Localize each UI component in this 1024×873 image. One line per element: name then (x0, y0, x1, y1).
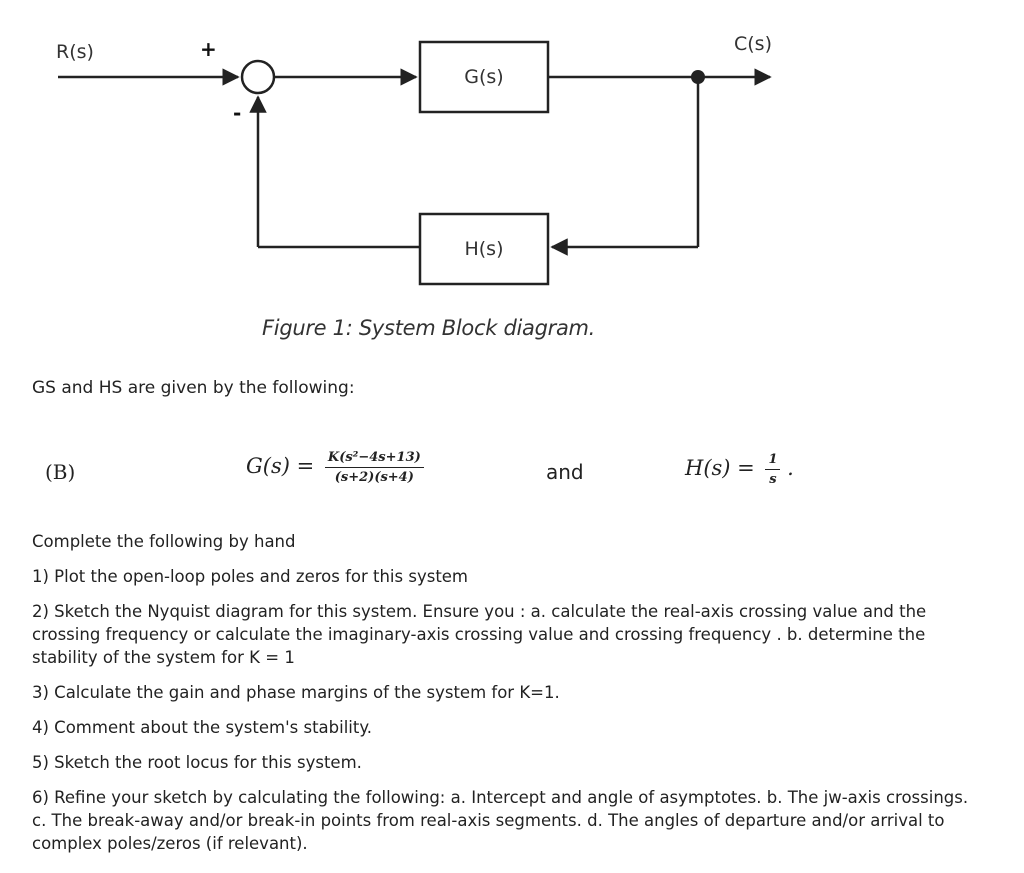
forward-block-label: G(s) (464, 66, 503, 88)
equation-row: (B) G(s) = K(s²−4s+13) (s+2)(s+4) and H(… (0, 440, 1024, 510)
and-text: and (546, 460, 584, 484)
g-denominator: (s+2)(s+4) (334, 470, 414, 485)
output-label: C(s) (734, 33, 772, 55)
feedback-block-label: H(s) (464, 238, 503, 260)
task-item: 4) Comment about the system's stability. (32, 718, 372, 737)
minus-sign: - (233, 101, 241, 125)
h-numerator: 1 (765, 452, 781, 470)
task-item: 3) Calculate the gain and phase margins … (32, 683, 560, 702)
g-numerator: K(s²−4s+13) (324, 450, 424, 468)
g-fraction: K(s²−4s+13) (s+2)(s+4) (324, 450, 424, 485)
h-denominator: s (769, 472, 777, 487)
h-lhs: H(s) = (685, 456, 755, 480)
h-period: . (787, 456, 794, 480)
task-list: Complete the following by hand 1) Plot t… (32, 530, 982, 867)
figure-caption: Figure 1: System Block diagram. (262, 316, 596, 340)
h-equation: H(s) = 1 s . (685, 452, 794, 487)
task-item: 5) Sketch the root locus for this system… (32, 753, 362, 772)
h-fraction: 1 s (765, 452, 781, 487)
task-item: 1) Plot the open-loop poles and zeros fo… (32, 567, 469, 586)
intro-text: GS and HS are given by the following: (32, 378, 355, 398)
task-lead: Complete the following by hand (32, 532, 296, 551)
input-label: R(s) (56, 41, 94, 63)
part-label: (B) (45, 460, 76, 484)
summing-junction (240, 59, 276, 95)
g-equation: G(s) = K(s²−4s+13) (s+2)(s+4) (246, 450, 424, 485)
feedback-block (418, 212, 550, 286)
task-item: 2) Sketch the Nyquist diagram for this s… (32, 602, 927, 667)
task-item: 6) Refine your sketch by calculating the… (32, 788, 969, 853)
plus-sign: + (200, 37, 217, 61)
block-diagram: R(s) + - C(s) G(s) H(s) (56, 33, 772, 286)
g-lhs: G(s) = (246, 454, 315, 478)
